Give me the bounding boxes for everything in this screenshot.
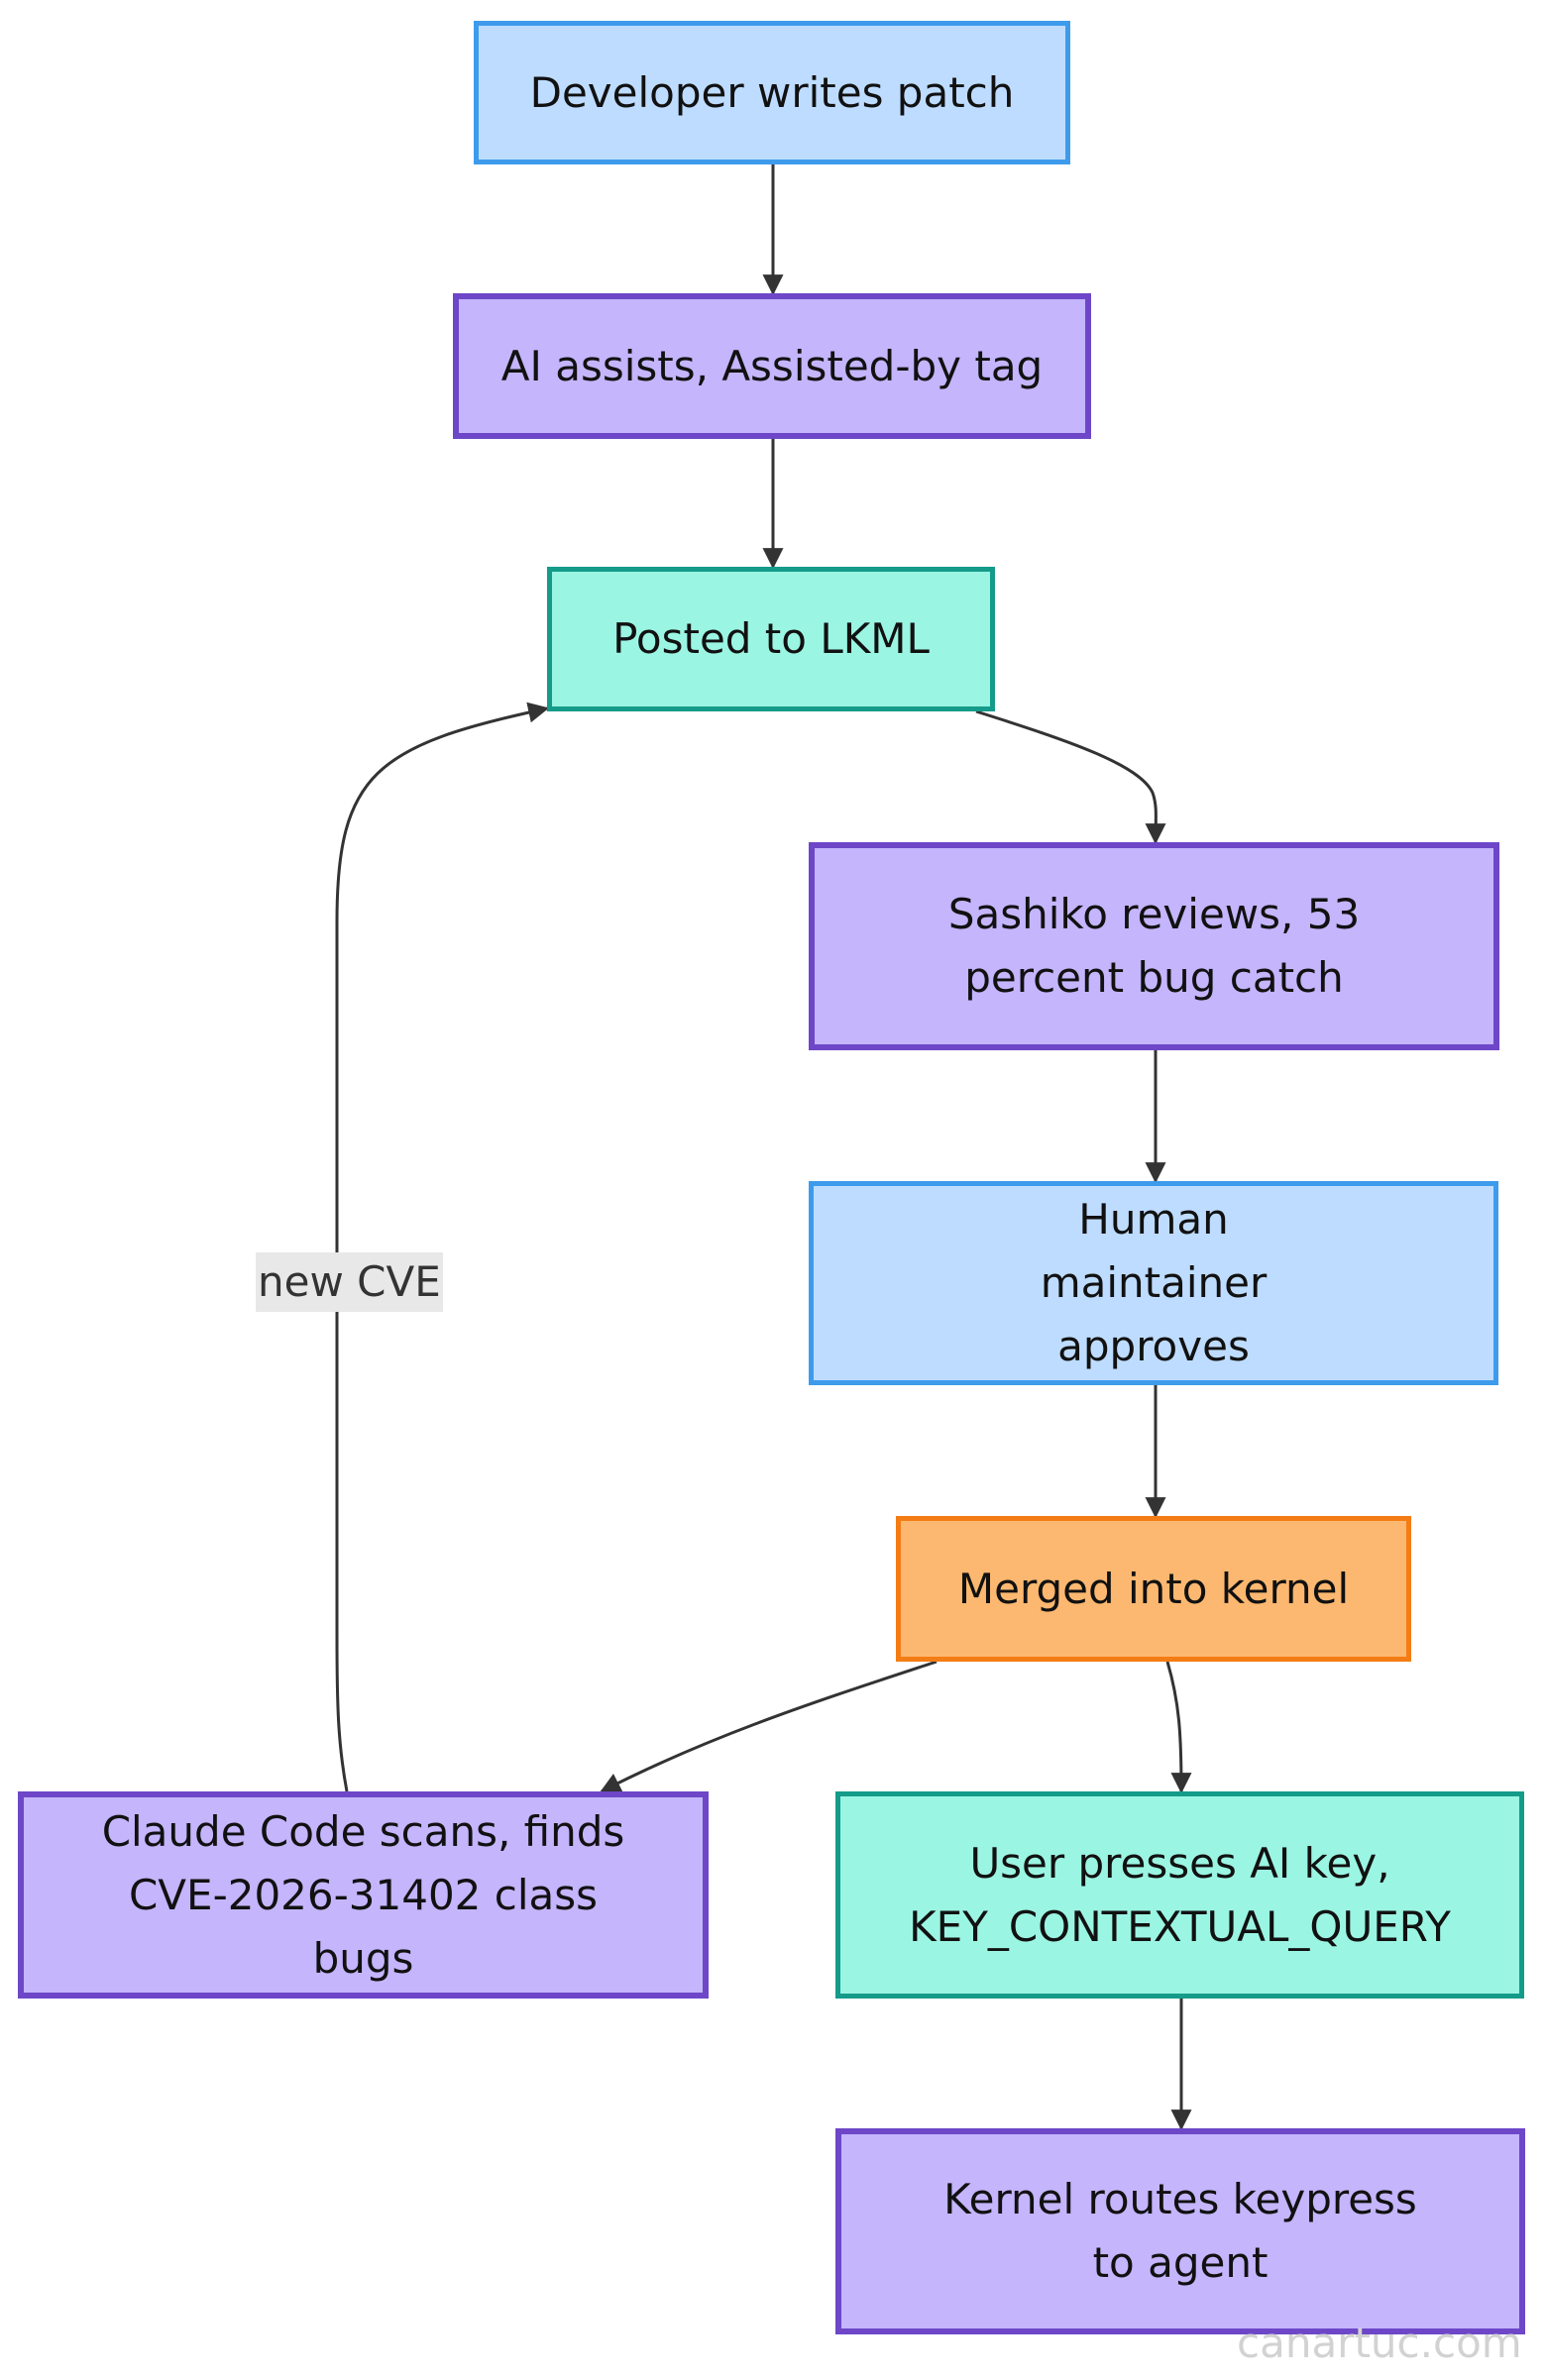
node-developer-writes-patch: Developer writes patch: [474, 21, 1070, 164]
node-label: Merged into kernel: [957, 1564, 1350, 1613]
node-user-presses-ai-key: User presses AI key, KEY_CONTEXTUAL_QUER…: [835, 1791, 1524, 1999]
node-label: Posted to LKML: [612, 614, 930, 663]
node-human-maintainer: Human maintainer approves: [809, 1181, 1498, 1385]
node-ai-assists: AI assists, Assisted-by tag: [453, 293, 1091, 439]
node-label: Human maintainer approves: [1040, 1195, 1268, 1370]
node-label: User presses AI key, KEY_CONTEXTUAL_QUER…: [909, 1838, 1451, 1951]
node-label: Sashiko reviews, 53 percent bug catch: [947, 890, 1361, 1002]
edge-merged-to-user-key: [1165, 1661, 1192, 1794]
node-label: Kernel routes keypress to agent: [943, 2175, 1417, 2287]
edge-lkml-to-sashiko: [975, 709, 1166, 845]
node-label: Claude Code scans, finds CVE-2026-31402 …: [101, 1806, 625, 1983]
edge-merged-to-claude: [600, 1660, 938, 1793]
node-label: AI assists, Assisted-by tag: [500, 341, 1044, 390]
node-claude-code-scans: Claude Code scans, finds CVE-2026-31402 …: [18, 1791, 709, 1999]
node-sashiko-reviews: Sashiko reviews, 53 percent bug catch: [809, 842, 1499, 1050]
node-merged-into-kernel: Merged into kernel: [896, 1516, 1411, 1662]
node-kernel-routes-keypress: Kernel routes keypress to agent: [835, 2128, 1525, 2334]
node-label: Developer writes patch: [529, 67, 1015, 117]
edge-label-new-cve: new CVE: [256, 1252, 443, 1312]
watermark: canartuc.com: [1237, 2319, 1522, 2367]
node-posted-to-lkml: Posted to LKML: [547, 567, 995, 711]
edge-claude-to-lkml: [335, 702, 550, 1792]
